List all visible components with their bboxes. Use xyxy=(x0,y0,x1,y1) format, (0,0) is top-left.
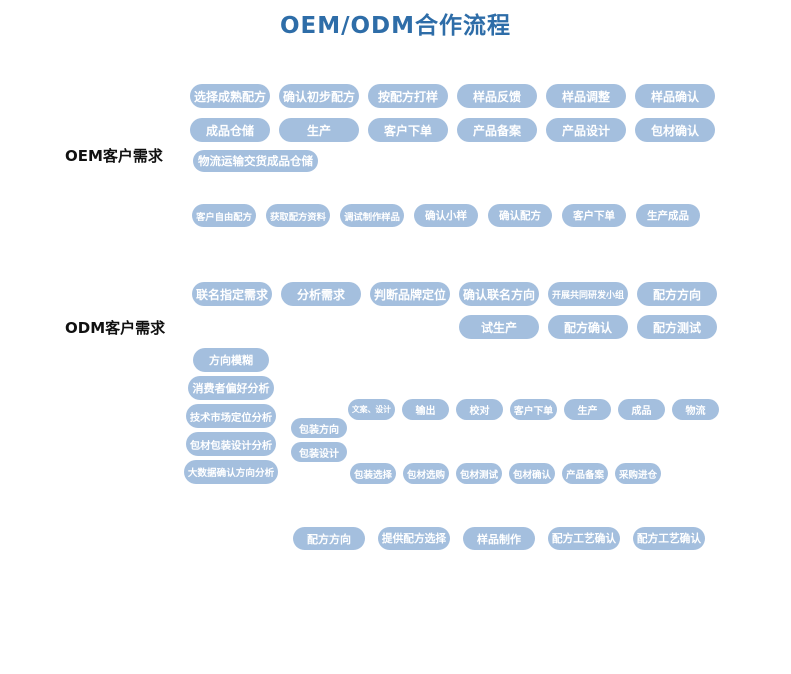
odm-formula-row: 配方方向提供配方选择样品制作配方工艺确认配方工艺确认 xyxy=(293,527,705,550)
odm-row-1: 联名指定需求分析需求判断品牌定位确认联名方向开展共同研发小组配方方向 xyxy=(192,282,717,306)
flow-node: 样品调整 xyxy=(546,84,626,108)
flow-node: 配方方向 xyxy=(637,282,717,306)
flow-node: 采购进仓 xyxy=(615,463,661,484)
flow-node: 产品备案 xyxy=(562,463,608,484)
odm-output-row: 文案、设计输出校对客户下单生产成品物流 xyxy=(348,399,719,420)
oem-row-3: 物流运输交货成品仓储 xyxy=(193,150,318,172)
flow-node: 配方工艺确认 xyxy=(633,527,705,550)
flow-node: 包材选购 xyxy=(403,463,449,484)
oem-row-4: 客户自由配方获取配方资料调试制作样品确认小样确认配方客户下单生产成品 xyxy=(192,204,700,227)
diagram-title: OEM/ODM合作流程 xyxy=(279,13,512,39)
flow-node: 包材确认 xyxy=(635,118,715,142)
flow-node: 样品制作 xyxy=(463,527,535,550)
flow-node: 客户自由配方 xyxy=(192,204,256,227)
flow-node: 提供配方选择 xyxy=(378,527,450,550)
flow-node: 配方测试 xyxy=(637,315,717,339)
flow-node: 消费者偏好分析 xyxy=(188,376,274,400)
flow-node: 包材包装设计分析 xyxy=(186,432,276,456)
flow-node: 客户下单 xyxy=(510,399,557,420)
flow-node: 生产成品 xyxy=(636,204,700,227)
flow-node: 配方方向 xyxy=(293,527,365,550)
flow-node: 配方工艺确认 xyxy=(548,527,620,550)
flow-node: 物流运输交货成品仓储 xyxy=(193,150,318,172)
oem-row-2: 成品仓储生产客户下单产品备案产品设计包材确认 xyxy=(190,118,715,142)
flow-node: 调试制作样品 xyxy=(340,204,404,227)
flow-node: 物流 xyxy=(672,399,719,420)
flow-node: 判断品牌定位 xyxy=(370,282,450,306)
flow-node: 客户下单 xyxy=(368,118,448,142)
flow-node: 大数据确认方向分析 xyxy=(184,460,278,484)
flow-node: 确认联名方向 xyxy=(459,282,539,306)
flow-node: 开展共同研发小组 xyxy=(548,282,628,306)
flow-node: 样品反馈 xyxy=(457,84,537,108)
flow-node: 包材测试 xyxy=(456,463,502,484)
flow-node: 校对 xyxy=(456,399,503,420)
flow-node: 成品仓储 xyxy=(190,118,270,142)
flow-node: 样品确认 xyxy=(635,84,715,108)
flow-node: 分析需求 xyxy=(281,282,361,306)
flow-node: 按配方打样 xyxy=(368,84,448,108)
flow-node: 包装方向 xyxy=(291,418,347,438)
flow-node: 产品备案 xyxy=(457,118,537,142)
flow-node: 选择成熟配方 xyxy=(190,84,270,108)
oem-section-label: OEM客户需求 xyxy=(65,147,163,165)
flow-node: 确认配方 xyxy=(488,204,552,227)
odm-section-label: ODM客户需求 xyxy=(65,319,166,337)
flow-node: 获取配方资料 xyxy=(266,204,330,227)
oem-row-1: 选择成熟配方确认初步配方按配方打样样品反馈样品调整样品确认 xyxy=(190,84,715,108)
flow-node: 产品设计 xyxy=(546,118,626,142)
flow-node: 联名指定需求 xyxy=(192,282,272,306)
flow-node: 配方确认 xyxy=(548,315,628,339)
odm-material-row: 包装选择包材选购包材测试包材确认产品备案采购进仓 xyxy=(350,463,661,484)
flow-node: 生产 xyxy=(279,118,359,142)
flow-node: 客户下单 xyxy=(562,204,626,227)
flow-node: 确认初步配方 xyxy=(279,84,359,108)
flow-node: 包装选择 xyxy=(350,463,396,484)
flow-node: 输出 xyxy=(402,399,449,420)
flow-node: 技术市场定位分析 xyxy=(186,404,276,428)
flow-node: 文案、设计 xyxy=(348,399,395,420)
flow-node: 生产 xyxy=(564,399,611,420)
flow-node: 包装设计 xyxy=(291,442,347,462)
flow-node: 成品 xyxy=(618,399,665,420)
flow-node: 确认小样 xyxy=(414,204,478,227)
odm-analysis-column: 方向模糊消费者偏好分析技术市场定位分析包材包装设计分析大数据确认方向分析 xyxy=(184,348,278,484)
flow-node: 方向模糊 xyxy=(193,348,269,372)
flow-node: 包材确认 xyxy=(509,463,555,484)
odm-row-2: 试生产配方确认配方测试 xyxy=(459,315,717,339)
odm-packaging-column: 包装方向包装设计 xyxy=(291,418,347,462)
flow-node: 试生产 xyxy=(459,315,539,339)
